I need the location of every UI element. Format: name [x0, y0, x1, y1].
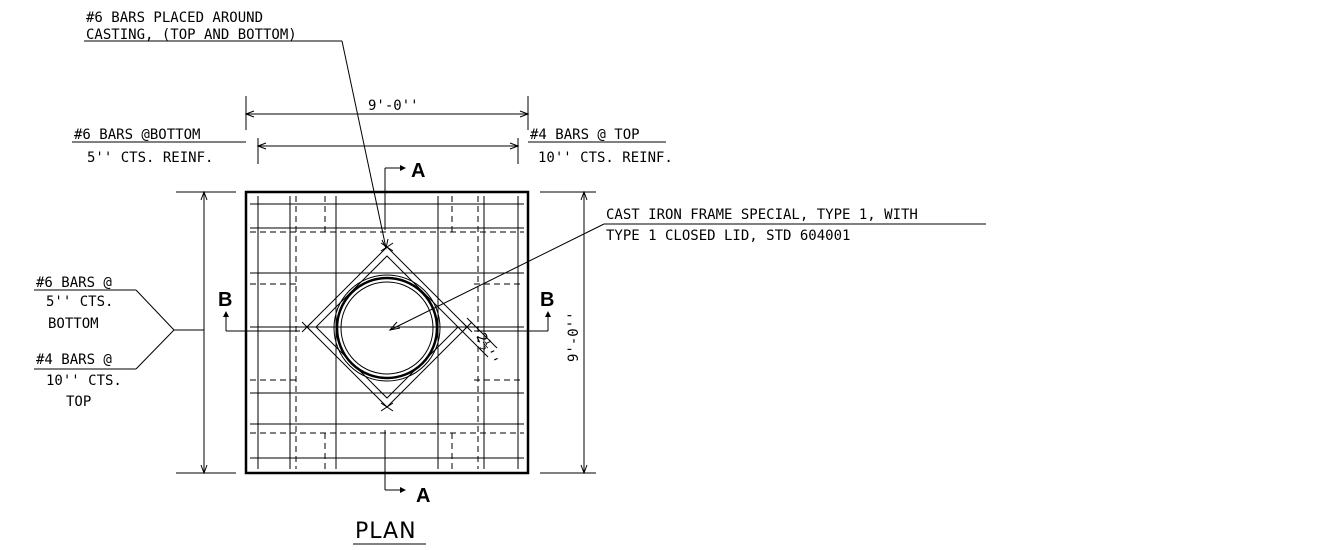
section-cut-b	[223, 311, 551, 332]
corner-offset-label: 2½''	[472, 331, 501, 368]
note-left-six-line2: 5'' CTS.	[46, 294, 113, 310]
note-bottom-reinf-line2: 5'' CTS. REINF.	[87, 150, 213, 166]
note-left-four-line1: #4 BARS @	[36, 352, 112, 368]
note-top-reinf-line2: 10'' CTS. REINF.	[538, 150, 673, 166]
note-bottom-reinf-line1: #6 BARS @BOTTOM	[74, 127, 200, 143]
drawing-title: PLAN	[355, 519, 417, 544]
note-frame-line2: TYPE 1 CLOSED LID, STD 604001	[606, 228, 850, 244]
section-mark-b-left: B	[218, 289, 232, 311]
top-dimension	[244, 96, 530, 130]
note-casting-bars-line2: CASTING, (TOP AND BOTTOM)	[86, 27, 297, 43]
corner-offset-dimension	[457, 317, 498, 358]
section-mark-a-top: A	[411, 160, 425, 182]
note-left-six-line1: #6 BARS @	[36, 275, 112, 291]
note-casting-bars-line1: #6 BARS PLACED AROUND	[86, 10, 263, 26]
top-dimension-label: 9'-0''	[368, 98, 419, 114]
top-bars-dashed	[250, 196, 524, 469]
section-cut-a	[384, 165, 406, 493]
casting-lid	[333, 274, 441, 382]
note-left-six-line3: BOTTOM	[48, 316, 99, 332]
bar-spacing-dimension	[256, 138, 520, 164]
leader-lines	[34, 40, 986, 370]
slab-outline	[244, 190, 530, 475]
section-mark-a-bottom: A	[416, 485, 430, 507]
note-top-reinf-line1: #4 BARS @ TOP	[530, 127, 640, 143]
note-frame-line1: CAST IRON FRAME SPECIAL, TYPE 1, WITH	[606, 207, 918, 223]
note-left-four-line3: TOP	[66, 394, 91, 410]
right-dimension	[540, 190, 596, 475]
note-left-four-line2: 10'' CTS.	[46, 373, 122, 389]
section-mark-b-right: B	[540, 289, 554, 311]
right-dimension-label: 9'-0''	[566, 311, 582, 362]
left-dimension	[176, 190, 236, 475]
